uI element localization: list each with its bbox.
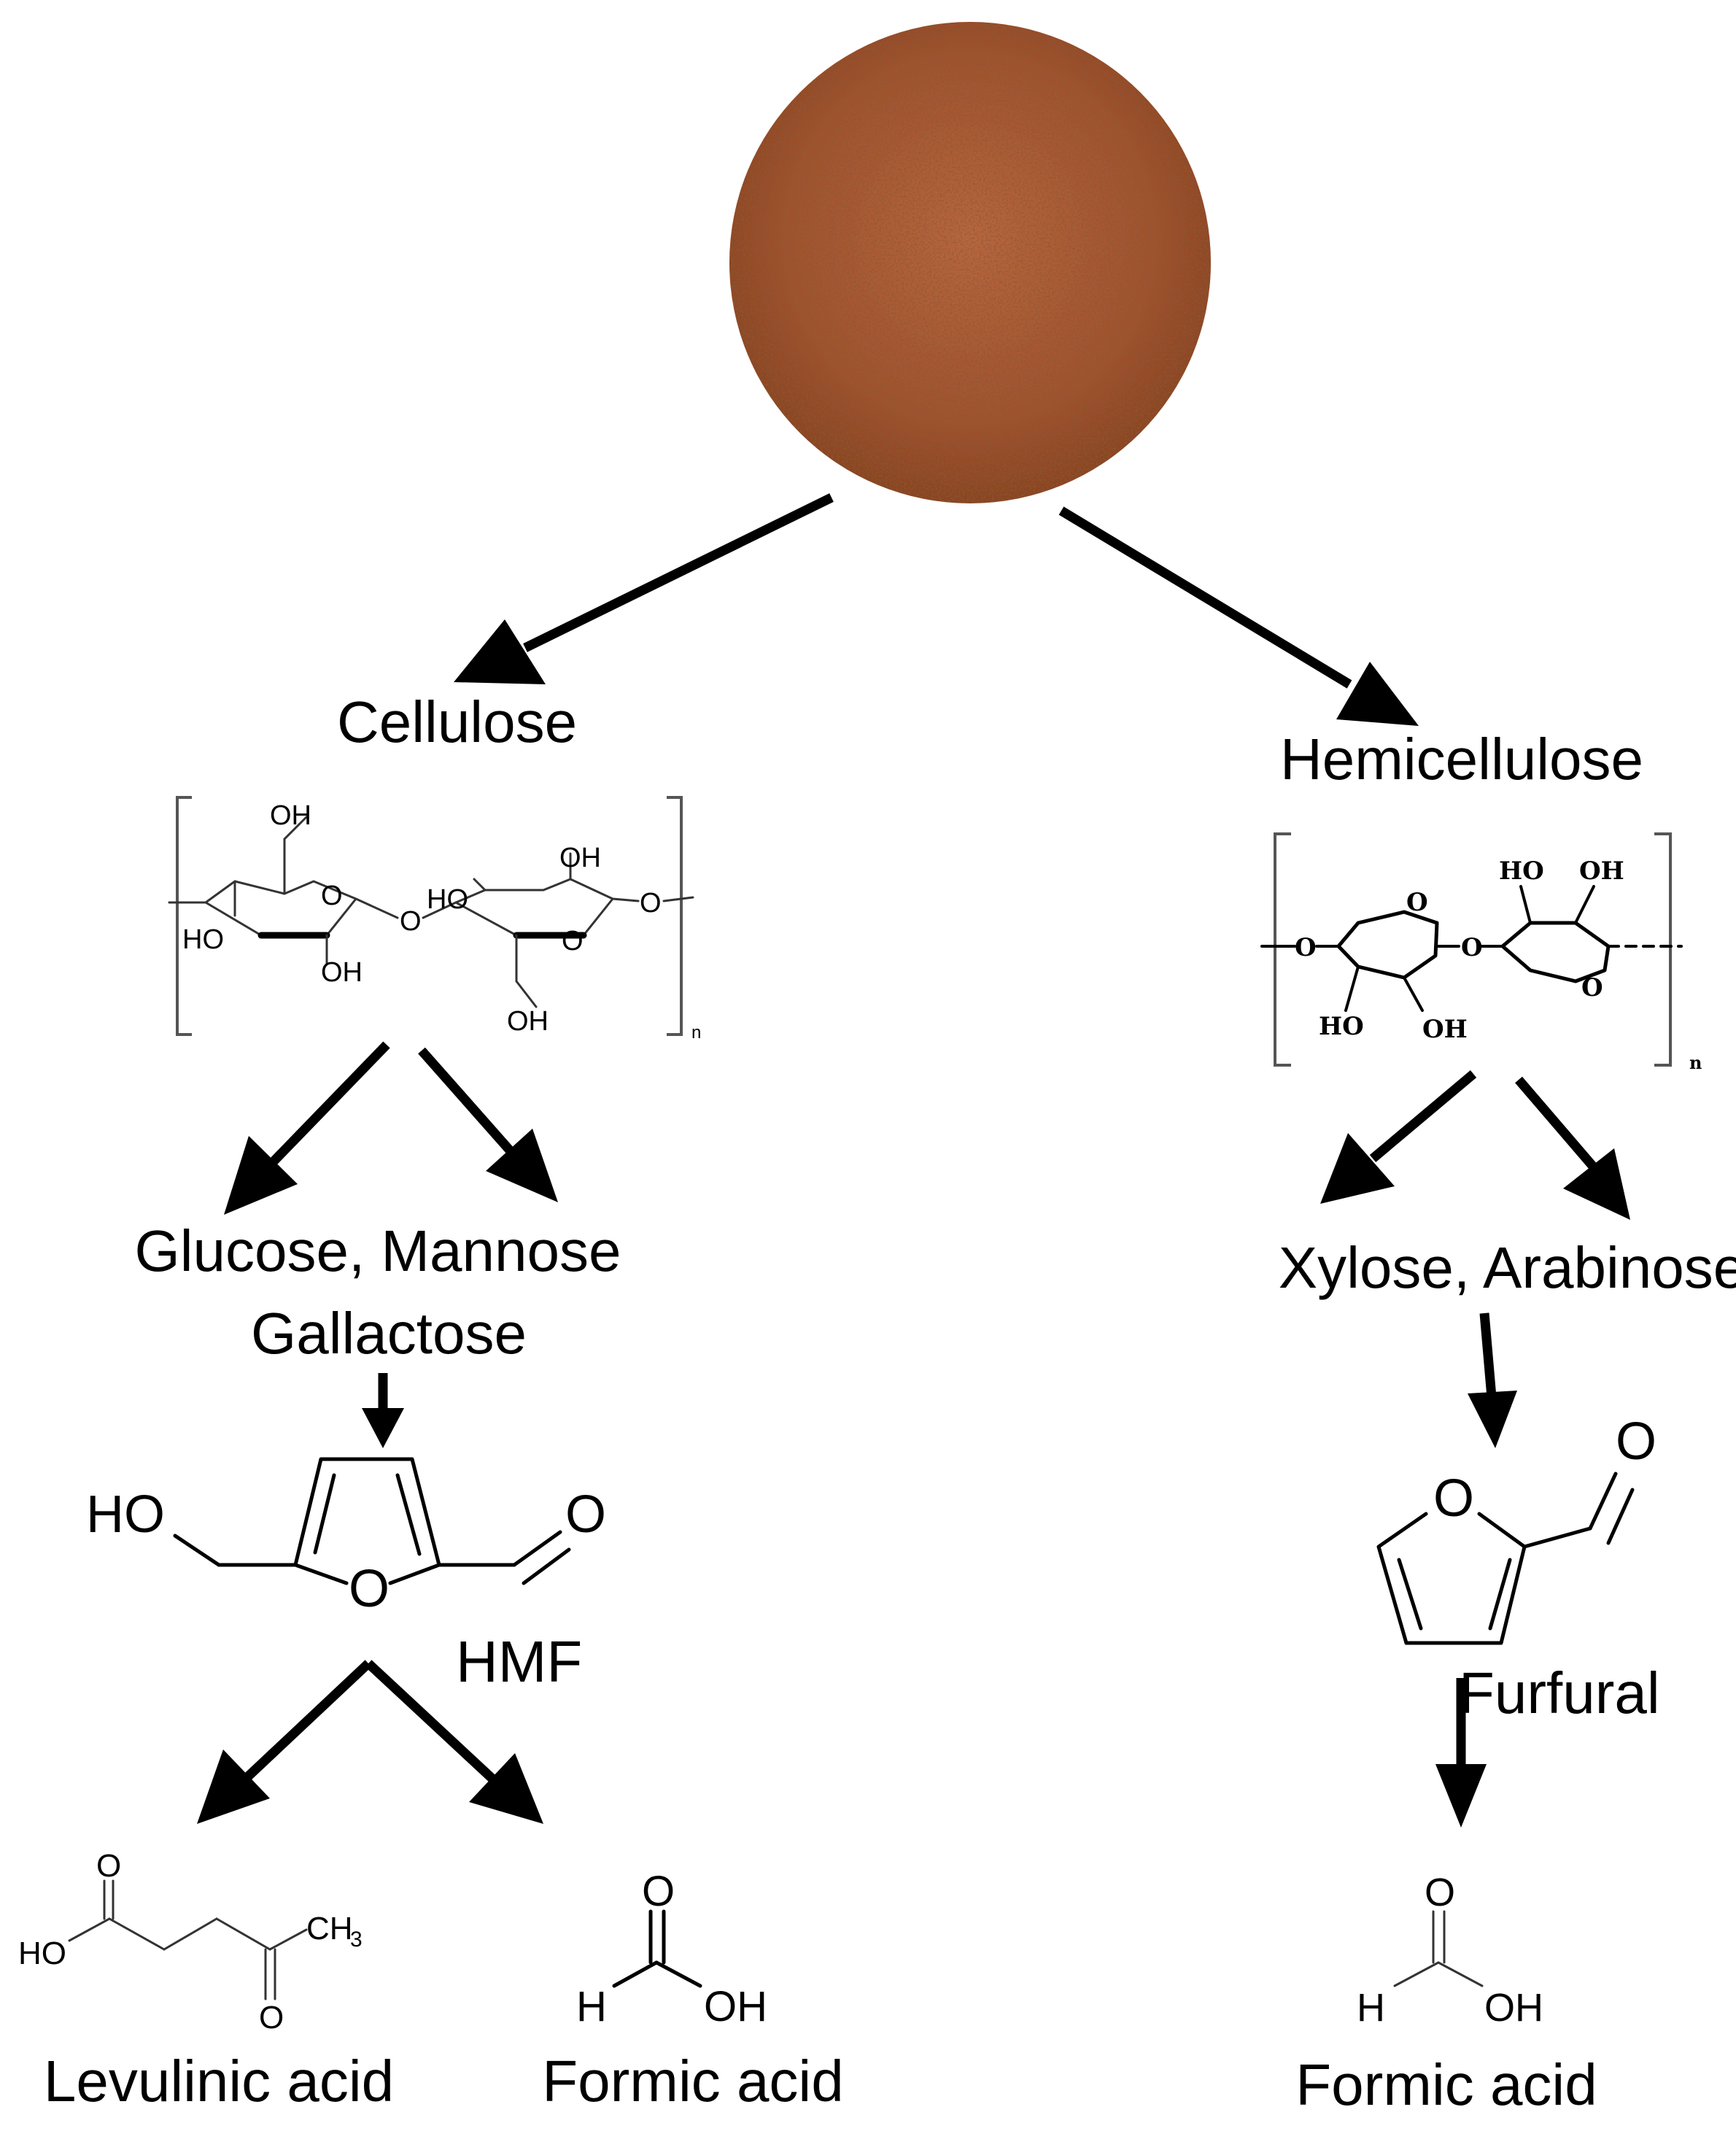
svg-text:n: n xyxy=(1689,1052,1702,1073)
svg-text:O: O xyxy=(562,926,584,956)
svg-text:HO: HO xyxy=(182,924,224,955)
label-formic-acid-left: Formic acid xyxy=(542,2049,843,2114)
formic-acid-structure-left: O H OH xyxy=(576,1868,767,2030)
arrow-hmf-to-formic xyxy=(365,1660,543,1824)
label-furfural: Furfural xyxy=(1459,1660,1660,1725)
arrow-hemicellulose-to-sugars-right xyxy=(1515,1076,1630,1220)
label-cellulose-sugars-line1: Glucose, Mannose xyxy=(134,1218,621,1283)
svg-text:OH: OH xyxy=(507,1006,549,1037)
arrow-biomass-to-cellulose xyxy=(454,493,834,684)
svg-text:HO: HO xyxy=(18,1936,66,1971)
label-hemicellulose: Hemicellulose xyxy=(1280,727,1643,792)
arrow-cellulose-to-sugars-right xyxy=(418,1047,558,1202)
svg-text:CH: CH xyxy=(306,1911,353,1946)
svg-text:HO: HO xyxy=(1499,857,1544,886)
svg-text:O: O xyxy=(1406,888,1428,917)
svg-text:H: H xyxy=(576,1983,607,2030)
arrow-biomass-to-hemicellulose xyxy=(1058,506,1419,726)
arrows xyxy=(197,493,1630,1828)
arrow-sugars-to-hmf xyxy=(362,1373,404,1448)
svg-text:O: O xyxy=(1433,1469,1474,1528)
svg-text:OH: OH xyxy=(559,843,601,873)
svg-text:HO: HO xyxy=(86,1485,165,1544)
svg-text:O: O xyxy=(400,906,422,937)
svg-text:O: O xyxy=(640,888,662,919)
svg-text:n: n xyxy=(691,1023,701,1043)
arrow-hemicellulose-to-sugars-left xyxy=(1320,1070,1477,1204)
svg-text:O: O xyxy=(642,1868,675,1915)
svg-text:OH: OH xyxy=(321,957,363,988)
svg-text:H: H xyxy=(1357,1986,1385,2030)
svg-text:OH: OH xyxy=(1484,1986,1543,2030)
arrow-furfural-to-formic xyxy=(1435,1678,1487,1828)
svg-text:OH: OH xyxy=(270,800,311,831)
label-cellulose: Cellulose xyxy=(337,689,577,754)
arrow-sugars-to-furfural xyxy=(1468,1312,1517,1448)
label-formic-acid-right: Formic acid xyxy=(1295,2052,1597,2117)
svg-text:OH: OH xyxy=(1422,1015,1468,1044)
label-cellulose-sugars-line2: Gallactose xyxy=(251,1301,527,1366)
svg-text:O: O xyxy=(321,881,343,911)
svg-text:HO: HO xyxy=(427,884,468,915)
arrow-cellulose-to-sugars-left xyxy=(224,1041,390,1215)
svg-text:O: O xyxy=(565,1485,606,1544)
label-hemicellulose-sugars: Xylose, Arabinose xyxy=(1279,1235,1736,1300)
levulinic-acid-structure: O HO O CH 3 xyxy=(18,1848,363,2035)
furfural-structure: O O xyxy=(1376,1412,1656,1645)
formic-acid-structure-right: O H OH xyxy=(1357,1871,1543,2030)
svg-text:O: O xyxy=(1461,933,1483,962)
arrow-hmf-to-levulinic xyxy=(197,1660,372,1824)
label-levulinic-acid: Levulinic acid xyxy=(44,2049,394,2114)
svg-text:OH: OH xyxy=(704,1983,767,2030)
svg-text:OH: OH xyxy=(1579,857,1624,886)
hmf-structure: HO O O xyxy=(86,1457,606,1618)
svg-text:O: O xyxy=(96,1848,121,1884)
hemicellulose-structure: HO OH O O O O HO OH n xyxy=(1260,832,1702,1073)
svg-text:O: O xyxy=(1425,1871,1455,1914)
svg-text:O: O xyxy=(259,2000,284,2035)
cellulose-structure: OH OH HO HO O O O O OH OH n xyxy=(168,796,701,1043)
labels: Cellulose Hemicellulose Glucose, Mannose… xyxy=(44,689,1736,2117)
svg-text:O: O xyxy=(1581,973,1603,1002)
svg-text:3: 3 xyxy=(350,1928,363,1952)
svg-text:HO: HO xyxy=(1319,1012,1364,1041)
svg-text:O: O xyxy=(1616,1412,1656,1471)
svg-text:O: O xyxy=(1295,933,1317,962)
biomass-powder-image xyxy=(729,22,1211,503)
svg-text:O: O xyxy=(349,1560,390,1618)
label-hmf: HMF xyxy=(456,1629,582,1694)
